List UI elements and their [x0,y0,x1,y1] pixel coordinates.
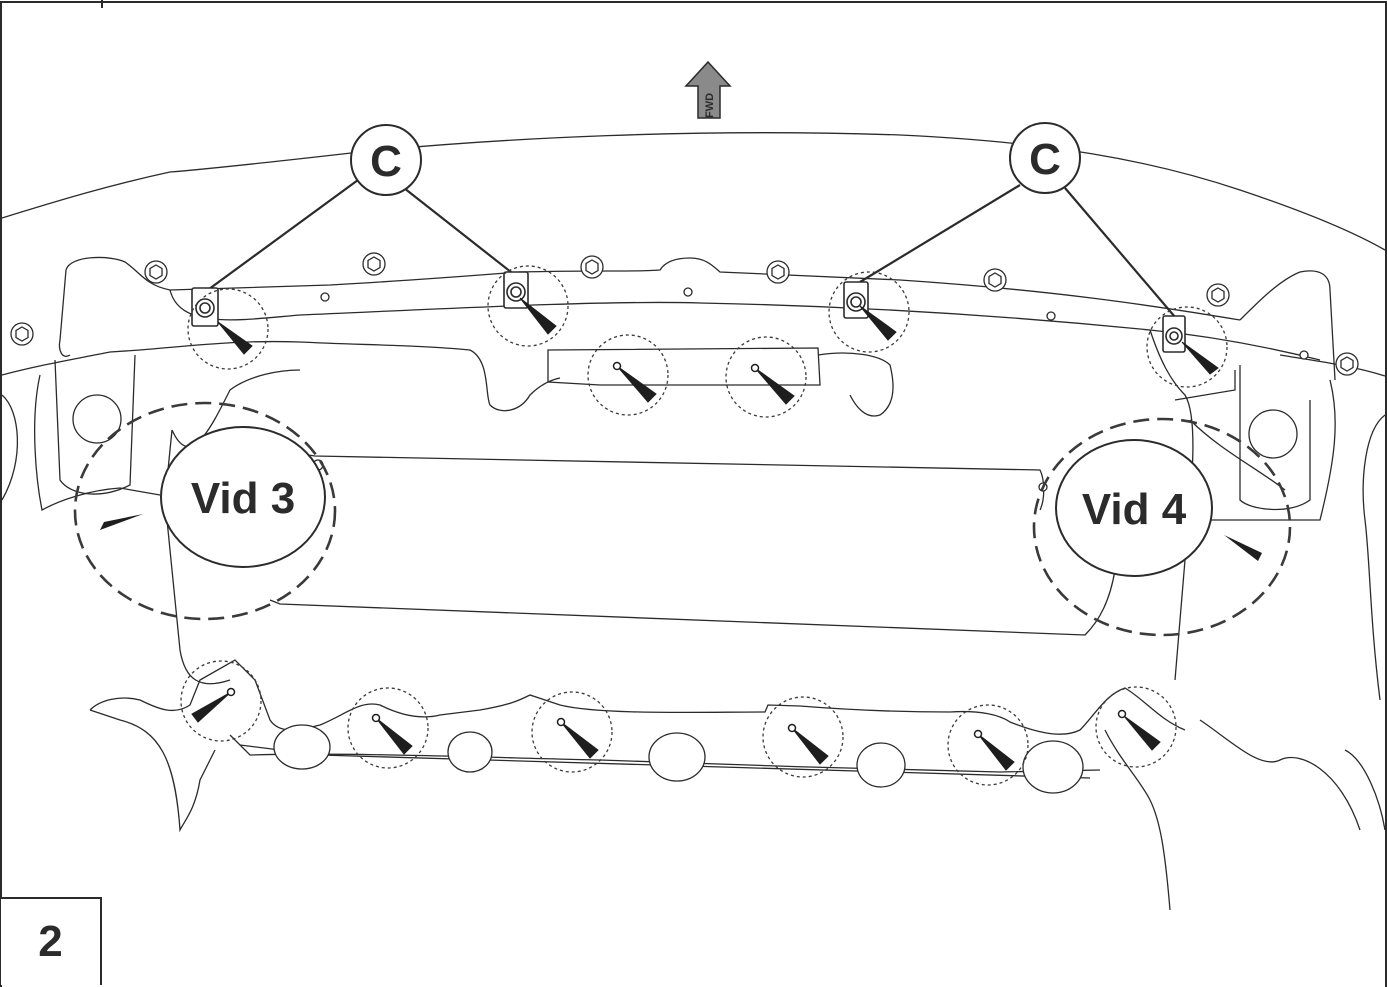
fastener-holes [226,361,1127,739]
wedge-arrow-icon [1123,715,1161,751]
view-arrow-icon [100,514,143,530]
hex-bolt-icon [1206,283,1230,307]
wedge-arrow-icon [1181,341,1219,375]
fwd-arrow-icon: FWD [684,60,732,119]
callout-c-left: C [370,137,402,186]
wedge-arrow-icon [859,305,897,341]
wedge-arrow-icon [519,297,557,335]
wedge-arrow-icon [375,717,413,755]
wedge-arrow-icon [560,721,599,759]
hex-bolt-icon [580,255,604,279]
hex-bolt-icon [362,252,386,276]
round-holes [72,287,1309,492]
view-label-vid-4: Vid 4 [1082,485,1187,534]
hex-bolt-icon [1335,352,1359,376]
wedge-arrow-icon [191,691,232,723]
lower-beam [89,659,1386,911]
callout-c-leaders [204,179,1176,318]
wedge-arrow-icon [977,733,1015,771]
hex-bolt-icon [144,260,168,284]
hex-bolt-icon [10,322,34,346]
view-dashed-circles [73,401,1292,637]
wedge-arrow-icon [217,321,253,355]
fwd-label: FWD [704,93,716,118]
hex-bolt-icon [983,268,1007,292]
hex-bolt-icons [10,252,1359,376]
view-arrow-icon [1224,535,1262,561]
view-label-ovals [160,426,1213,577]
wedge-arrow-icon [754,367,795,405]
fastener-pointer-icons [191,297,1219,771]
hex-bolt-icon [766,260,790,284]
step-number-box: 2 [1,897,102,985]
view-label-vid-3: Vid 3 [191,474,295,523]
wedge-arrow-icon [791,727,829,765]
step-number: 2 [38,917,63,966]
view-pointer-icons [100,514,1262,561]
wedge-arrow-icon [616,365,657,403]
callout-c-right: C [1029,135,1061,184]
clip-nut-icons [191,271,1186,353]
clip-nut-icon [191,287,219,327]
beam-oval-holes [273,724,1084,794]
callout-c-circles [350,122,1081,196]
bumper-outline [1,132,1386,377]
clip-nut-icon [843,281,869,319]
clip-nut-icon [1162,315,1186,353]
dotted-detail-circles [180,265,1228,786]
